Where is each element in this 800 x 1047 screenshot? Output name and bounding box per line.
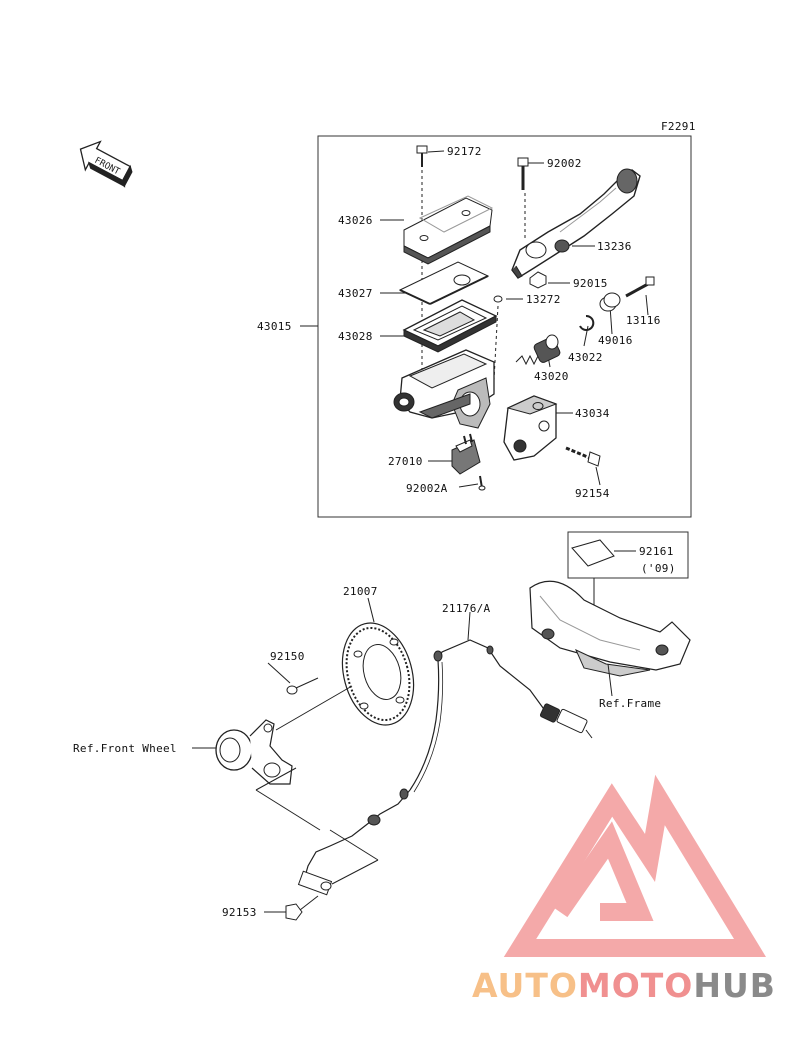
part-label-43028: 43028	[338, 330, 373, 343]
part-label-92153: 92153	[222, 906, 257, 919]
front-arrow-icon: FRONT	[79, 140, 133, 188]
part-label-92161: 92161	[639, 545, 674, 558]
ref-label-front-wheel: Ref.Front Wheel	[73, 742, 177, 755]
watermark-text: AUTOMOTOHUB	[472, 966, 776, 1005]
part-label-92150: 92150	[270, 650, 305, 663]
watermark-part-3: HUB	[693, 966, 776, 1005]
part-label-92015: 92015	[573, 277, 608, 290]
part-label-92154: 92154	[575, 487, 610, 500]
watermark-logo	[503, 774, 767, 957]
part-label-92161-note: ('09)	[641, 562, 676, 575]
figure-code: F2291	[661, 120, 696, 133]
watermark-part-2: MOTO	[577, 966, 694, 1005]
part-label-21007: 21007	[343, 585, 378, 598]
part-label-92002a: 92002A	[406, 482, 448, 495]
part-label-92002: 92002	[547, 157, 582, 170]
part-label-43026: 43026	[338, 214, 373, 227]
part-label-21176a: 21176/A	[442, 602, 491, 615]
part-label-43015: 43015	[257, 320, 292, 333]
part-label-43027: 43027	[338, 287, 373, 300]
part-label-43034: 43034	[575, 407, 610, 420]
part-label-43020: 43020	[534, 370, 569, 383]
ref-label-frame: Ref.Frame	[599, 697, 662, 710]
part-label-13236: 13236	[597, 240, 632, 253]
watermark-part-1: AUTO	[472, 966, 578, 1005]
part-label-43022: 43022	[568, 351, 603, 364]
part-label-13272: 13272	[526, 293, 561, 306]
part-label-13116: 13116	[626, 314, 661, 327]
part-label-49016: 49016	[598, 334, 633, 347]
part-label-27010: 27010	[388, 455, 423, 468]
part-label-92172: 92172	[447, 145, 482, 158]
